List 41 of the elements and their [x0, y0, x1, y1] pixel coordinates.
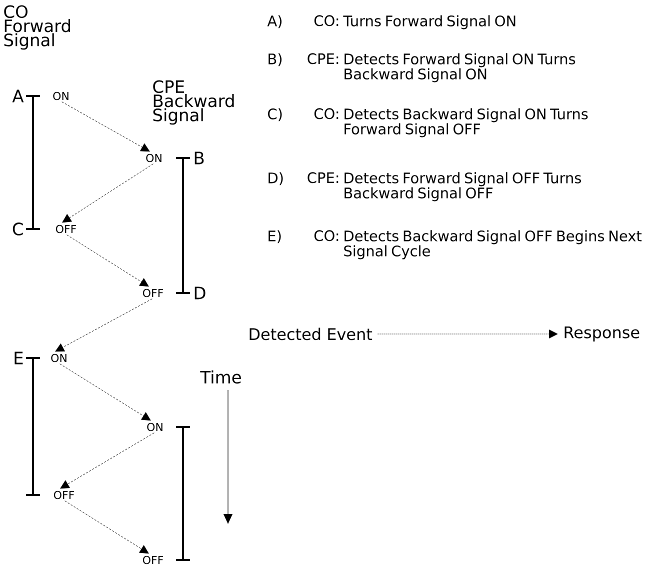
- arrow: [60, 364, 151, 421]
- axis-title: CO Forward Signal: [4, 5, 70, 50]
- actor-label: CO:: [314, 230, 338, 242]
- arrow: [64, 500, 149, 554]
- actor-label: CO:: [314, 108, 338, 120]
- step-description: Detects Forward Signal ON Turns Backward Signal ON: [344, 53, 576, 82]
- arrow: [62, 102, 150, 152]
- legend-text: Detected Event: [250, 328, 372, 340]
- signal-state-label: OFF: [142, 288, 163, 298]
- step-description: Turns Forward Signal ON: [343, 15, 516, 30]
- step-description: Detects Backward Signal OFF Begins Next Signal Cycle: [344, 230, 642, 260]
- time-label: Time: [200, 370, 241, 384]
- signal-state-label: OFF: [56, 224, 76, 234]
- arrow: [55, 298, 152, 352]
- actor-label: CO:: [314, 15, 338, 26]
- legend-text: Response: [564, 326, 640, 342]
- arrow: [62, 164, 154, 223]
- event-letter: B: [194, 152, 204, 164]
- axis-title: CPE Backward Signal: [153, 80, 234, 125]
- list-letter: A): [267, 15, 282, 28]
- list-letter: E): [268, 230, 281, 244]
- list-letter: D): [268, 172, 283, 186]
- signal-state-label: ON: [146, 154, 162, 162]
- actor-label: CPE:: [308, 53, 338, 64]
- event-letter: C: [12, 222, 23, 236]
- list-letter: C): [268, 108, 282, 122]
- arrow: [66, 234, 149, 287]
- actor-label: CPE:: [308, 172, 338, 184]
- signal-state-label: ON: [51, 354, 66, 362]
- step-description: Detects Backward Signal ON Turns Forward Signal OFF: [344, 108, 588, 138]
- step-description: Detects Forward Signal OFF Turns Backward Signal OFF: [344, 172, 581, 202]
- event-letter: E: [14, 352, 23, 364]
- signal-state-label: ON: [53, 92, 68, 100]
- list-letter: B): [268, 53, 282, 66]
- signal-state-label: OFF: [142, 556, 163, 564]
- event-letter: A: [12, 90, 24, 102]
- signal-state-label: ON: [147, 422, 162, 432]
- arrow: [60, 432, 154, 489]
- arrow: [377, 330, 558, 338]
- signal-state-label: OFF: [54, 490, 74, 500]
- event-letter: D: [194, 286, 206, 300]
